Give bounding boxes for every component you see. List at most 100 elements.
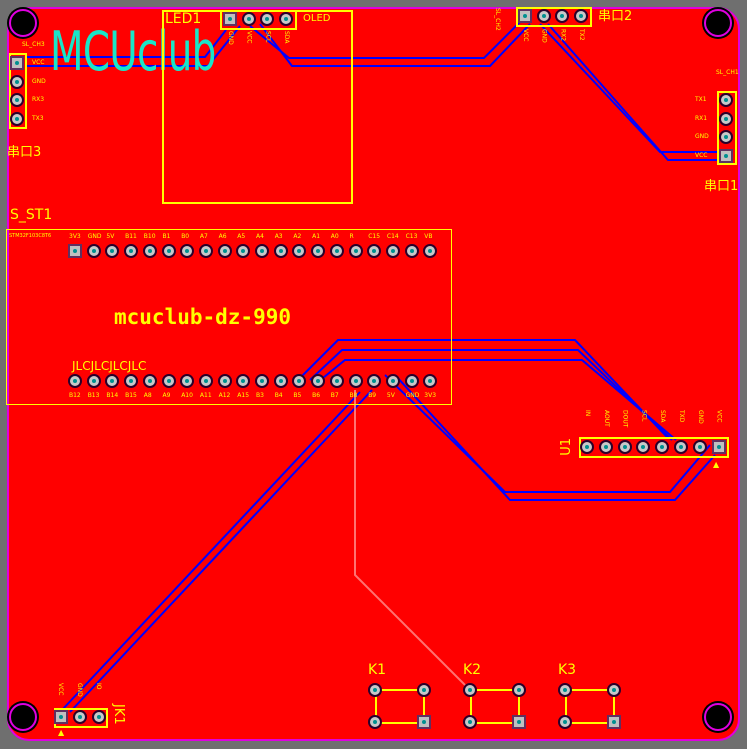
pad[interactable]: [311, 244, 326, 258]
pad[interactable]: [10, 74, 24, 89]
pad[interactable]: [368, 715, 382, 729]
pin-label: B1: [162, 233, 171, 240]
pad[interactable]: [217, 374, 232, 388]
jlc-marker: JLCJLCJLCJLC: [72, 359, 147, 373]
pad[interactable]: [367, 244, 382, 258]
trace: [384, 374, 711, 493]
pad[interactable]: [273, 374, 288, 388]
pad[interactable]: [105, 244, 120, 258]
pad[interactable]: [255, 374, 269, 388]
pad[interactable]: [236, 244, 251, 258]
pad[interactable]: [417, 683, 431, 697]
pad[interactable]: [260, 12, 275, 26]
pad[interactable]: [692, 440, 707, 454]
square-pad[interactable]: [719, 149, 733, 164]
pad[interactable]: [348, 244, 363, 258]
pad[interactable]: [555, 9, 570, 23]
pad[interactable]: [241, 12, 256, 26]
pad[interactable]: [292, 374, 307, 388]
pad[interactable]: [255, 244, 269, 258]
square-pad[interactable]: [512, 715, 526, 729]
pad[interactable]: [674, 440, 688, 454]
pad[interactable]: [180, 244, 195, 258]
pin-label: A2: [293, 233, 302, 240]
pad[interactable]: [558, 715, 572, 729]
trace: [354, 390, 520, 691]
pad[interactable]: [198, 244, 213, 258]
pad[interactable]: [368, 683, 382, 697]
mounting-hole: [9, 9, 37, 37]
pad[interactable]: [580, 440, 594, 454]
pad[interactable]: [463, 683, 477, 697]
pad[interactable]: [348, 374, 363, 388]
pad[interactable]: [86, 244, 101, 258]
pad[interactable]: [124, 374, 139, 388]
pad[interactable]: [10, 112, 24, 127]
square-pad[interactable]: [68, 244, 82, 258]
pad[interactable]: [198, 374, 213, 388]
pad[interactable]: [161, 244, 176, 258]
pad[interactable]: [404, 244, 419, 258]
pad[interactable]: [574, 9, 589, 23]
mounting-hole: [9, 703, 37, 731]
square-pad[interactable]: [10, 56, 24, 70]
square-pad[interactable]: [417, 715, 431, 729]
pad[interactable]: [105, 374, 120, 388]
pad[interactable]: [86, 374, 101, 388]
pad[interactable]: [385, 244, 400, 258]
pin-label: TXD: [678, 410, 685, 423]
pad[interactable]: [719, 130, 733, 145]
pad[interactable]: [463, 715, 477, 729]
pad[interactable]: [512, 683, 526, 697]
square-pad[interactable]: [223, 12, 237, 26]
pin-label: TX2: [578, 29, 586, 41]
square-pad[interactable]: [54, 710, 68, 724]
pad[interactable]: [161, 374, 176, 388]
pad[interactable]: [180, 374, 195, 388]
pin-label: TX1: [695, 96, 707, 103]
pad[interactable]: [404, 374, 419, 388]
pin-label: A5: [237, 233, 246, 240]
pad[interactable]: [385, 374, 400, 388]
pin-label: 5V: [386, 392, 395, 399]
pin-label: GND: [405, 392, 420, 399]
pad[interactable]: [292, 244, 307, 258]
pad[interactable]: [367, 374, 382, 388]
pad[interactable]: [124, 244, 139, 258]
pad[interactable]: [142, 244, 157, 258]
pad[interactable]: [655, 440, 670, 454]
pad[interactable]: [68, 374, 82, 388]
pad[interactable]: [273, 244, 288, 258]
square-pad[interactable]: [518, 9, 532, 23]
pin-label: B12: [69, 392, 81, 399]
u1-ref: U1: [559, 438, 574, 456]
pad[interactable]: [329, 374, 344, 388]
pin-label: B13: [87, 392, 100, 399]
pad[interactable]: [92, 710, 106, 724]
pad[interactable]: [10, 93, 24, 108]
pad[interactable]: [423, 374, 438, 388]
pin-label: AOUT: [602, 410, 610, 427]
pad[interactable]: [279, 12, 294, 26]
pad[interactable]: [607, 683, 621, 697]
square-pad[interactable]: [711, 440, 726, 454]
pad[interactable]: [329, 244, 344, 258]
serial2-ref: 串口2: [598, 9, 633, 24]
pin-label: VCC: [57, 683, 64, 696]
pad[interactable]: [423, 244, 438, 258]
pad[interactable]: [217, 244, 232, 258]
pin-label: SDA: [283, 31, 291, 44]
pad[interactable]: [719, 93, 733, 107]
pad[interactable]: [719, 111, 733, 126]
pad[interactable]: [558, 683, 572, 697]
square-pad[interactable]: [607, 715, 621, 729]
pad[interactable]: [311, 374, 326, 388]
pad[interactable]: [142, 374, 157, 388]
pad[interactable]: [636, 440, 651, 454]
pad[interactable]: [617, 440, 632, 454]
pad[interactable]: [73, 710, 87, 724]
pad[interactable]: [536, 9, 551, 23]
pad[interactable]: [236, 374, 251, 388]
pad[interactable]: [598, 440, 613, 454]
pin1-marker-icon: ▲: [713, 460, 720, 469]
